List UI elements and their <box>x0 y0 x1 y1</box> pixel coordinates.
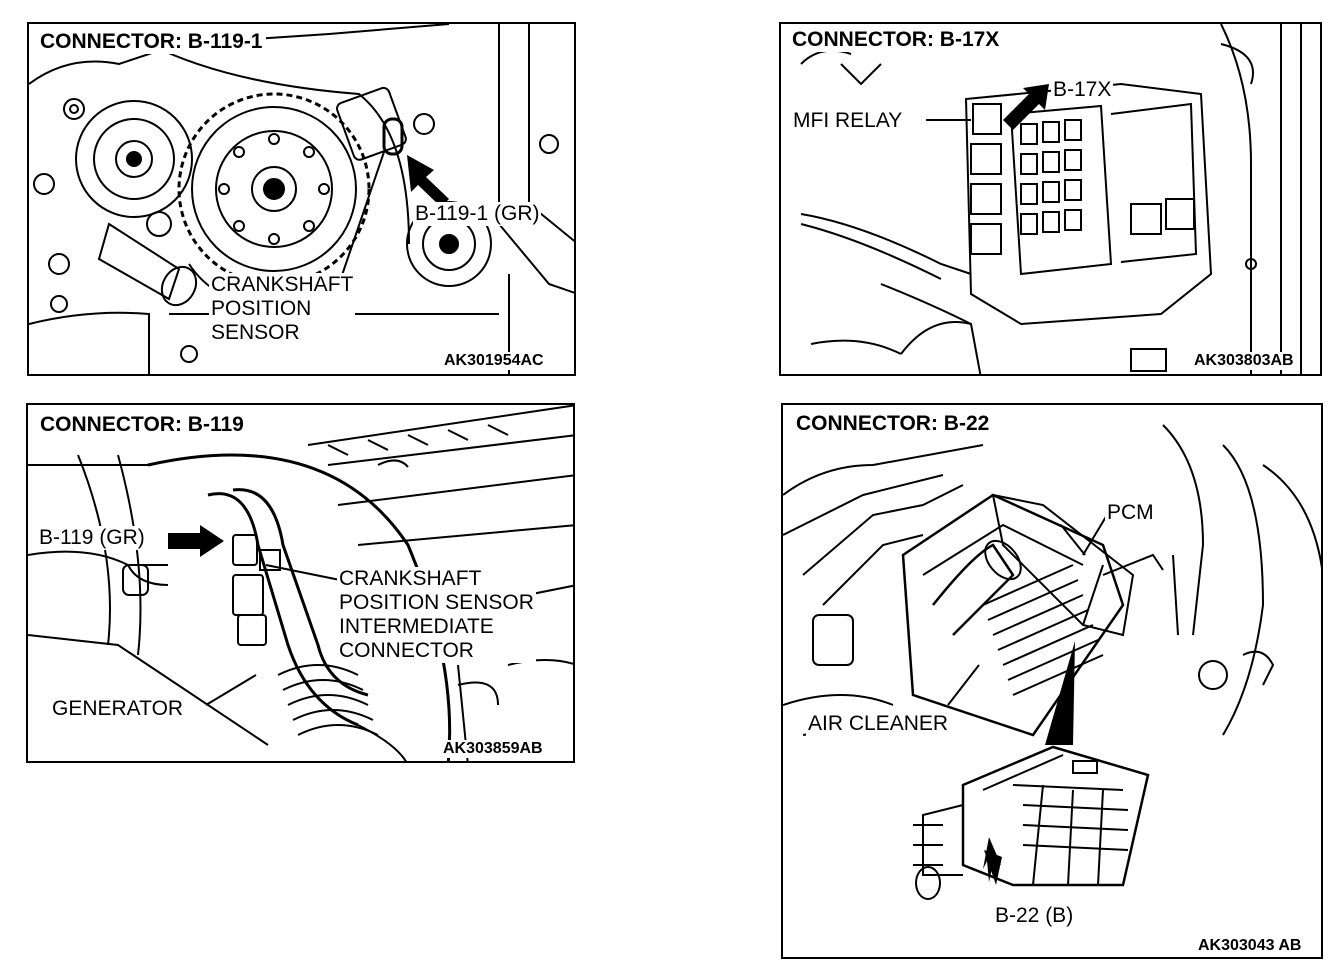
figure-code: AK301954AC <box>442 352 546 370</box>
sensor-callout: CRANKSHAFT POSITION SENSOR INTERMEDIATE … <box>337 567 536 663</box>
arrow-icon <box>1003 84 1049 130</box>
intermediate-connector-illustration <box>28 405 573 761</box>
connector-callout: B-22 (B) <box>993 904 1076 928</box>
panel-connector-b17x: CONNECTOR: B-17X B-17X MFI RELAY AK30380… <box>779 22 1322 376</box>
panel-connector-b119-1: CONNECTOR: B-119-1 B-119-1 (GR) CRANKSHA… <box>27 22 576 376</box>
panel-title: CONNECTOR: B-119-1 <box>37 30 266 54</box>
arrow-icon <box>168 525 224 557</box>
relay-box-illustration <box>800 24 1302 374</box>
figure-code: AK303803AB <box>1192 352 1296 370</box>
panel-connector-b119: CONNECTOR: B-119 B-119 (GR) CRANKSHAFT P… <box>26 403 575 763</box>
figure-code: AK303859AB <box>441 740 545 758</box>
generator-callout: GENERATOR <box>50 697 186 721</box>
air-cleaner-callout: AIR CLEANER <box>806 712 951 736</box>
connector-callout: B-17X <box>1051 78 1114 102</box>
panel-title: CONNECTOR: B-119 <box>37 413 247 437</box>
arrow-icon <box>407 155 449 207</box>
sensor-callout: CRANKSHAFT POSITION SENSOR <box>209 273 356 345</box>
relay-callout: MFI RELAY <box>791 109 905 133</box>
panel-connector-b22: CONNECTOR: B-22 PCM AIR CLEANER B-22 (B)… <box>781 403 1323 959</box>
connector-callout: B-119-1 (GR) <box>413 202 542 226</box>
panel-title: CONNECTOR: B-17X <box>789 28 1003 52</box>
pcm-air-cleaner-illustration <box>783 424 1321 900</box>
panel-title: CONNECTOR: B-22 <box>793 412 993 436</box>
pcm-callout: PCM <box>1105 501 1156 525</box>
figure-code: AK303043 AB <box>1196 937 1304 955</box>
crankshaft-sensor-illustration <box>29 24 574 374</box>
connector-callout: B-119 (GR) <box>37 526 147 550</box>
